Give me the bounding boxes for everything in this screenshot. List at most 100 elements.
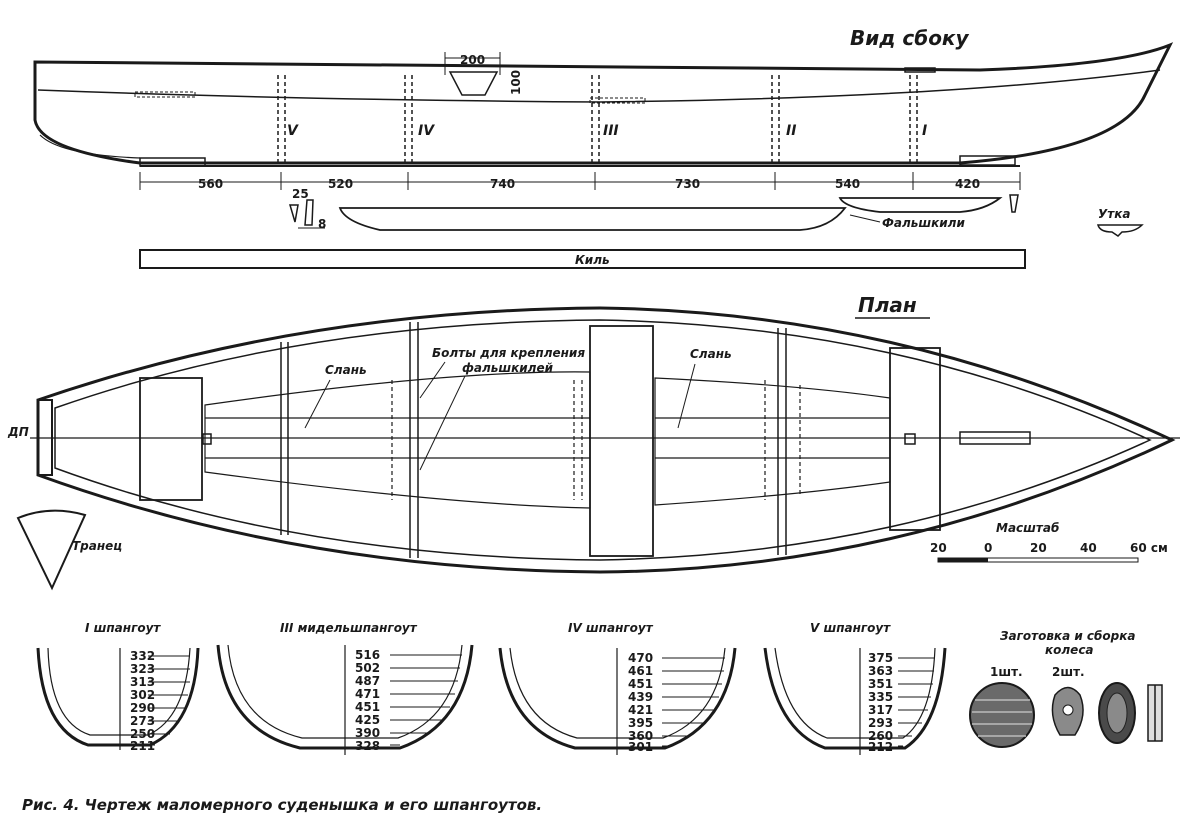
side-rail-fitting: [134, 91, 196, 98]
frame-iv-v4: 421: [628, 703, 653, 717]
frame-sections: I шпангоут 332 323 313 302 290 273 250 2…: [36, 621, 947, 755]
plan-hull-outer: [36, 306, 1176, 574]
frame-i-v0: 332: [130, 649, 155, 663]
frame-iii-v2: 487: [355, 674, 380, 688]
side-sheer-line: [37, 69, 1161, 103]
frame-iv-v3: 439: [628, 690, 653, 704]
spacing-540: 540: [835, 177, 860, 191]
frame-iii-v6: 390: [355, 726, 380, 740]
frame-label-v: V: [287, 123, 299, 139]
frame-section-iv: IV шпангоут 470 461 451 439 421 395 360 …: [498, 621, 737, 755]
transom-shape: [16, 509, 87, 591]
frame-iii-v3: 471: [355, 687, 380, 701]
frame-i-v4: 290: [130, 701, 155, 715]
scale-tick-1: 0: [984, 541, 992, 555]
frame-section-i: I шпангоут 332 323 313 302 290 273 250 2…: [36, 621, 200, 753]
frame-iv-v1: 461: [628, 664, 653, 678]
scale-label: Масштаб: [996, 521, 1059, 535]
block-width-label: 200: [460, 53, 485, 67]
side-skeg-left: [139, 157, 206, 167]
frame-i-v5: 273: [130, 714, 155, 728]
keel-bar: [139, 249, 1026, 269]
frame-label-i: I: [922, 123, 927, 139]
frame-v-v1: 363: [868, 664, 893, 678]
false-keel-long: [338, 207, 847, 231]
side-skeg-right: [959, 155, 1016, 166]
false-keel-short: [838, 197, 1003, 213]
side-frame-lines: [277, 75, 918, 165]
plan-bow-seat: [889, 347, 941, 531]
plan-stern-seat: [139, 377, 203, 501]
detail-wedge-2: [304, 199, 314, 226]
spacing-560: 560: [198, 177, 223, 191]
frame-v-v7: 212: [868, 740, 893, 754]
frame-section-v: V шпангоут 375 363 351 335 317 293 260 2…: [763, 621, 947, 755]
spacing-420: 420: [955, 177, 980, 191]
scale-tick-4: 60 см: [1130, 541, 1168, 555]
false-keels-label: Фальшкили: [882, 216, 965, 230]
side-view-title: Вид сбоку: [850, 26, 970, 50]
frame-iv-v5: 395: [628, 716, 653, 730]
frame-iv-v7: 301: [628, 740, 653, 754]
frame-section-iii: III мидельшпангоут 516 502 487 471 451 4…: [216, 621, 474, 755]
side-cleat-mark: [904, 67, 936, 73]
cleat-label: Утка: [1098, 207, 1130, 221]
floorboards-left-label: Слань: [325, 363, 367, 377]
plan-view: План ДП Слань: [7, 293, 1180, 591]
frame-v-v2: 351: [868, 677, 893, 691]
frame-iii-v0: 516: [355, 648, 380, 662]
wheel-count-2: 2шт.: [1052, 665, 1085, 679]
plan-hull-inner: [54, 319, 1152, 561]
floorboards-right-label: Слань: [690, 347, 732, 361]
scale-tick-0: 20: [930, 541, 947, 555]
wheel-title-2: колеса: [1045, 643, 1094, 657]
side-hull-outline: [33, 42, 1174, 165]
bolts-label: Болты для крепления: [432, 346, 585, 360]
frame-v-v5: 293: [868, 716, 893, 730]
centerline-label: ДП: [7, 425, 29, 439]
cleat-shape: [1097, 224, 1144, 237]
frame-iii-v5: 425: [355, 713, 380, 727]
plan-title: План: [858, 293, 917, 317]
wheel-title-1: Заготовка и сборка: [1000, 629, 1136, 643]
frame-label-iv: IV: [418, 123, 435, 139]
frame-label-ii: II: [786, 123, 796, 139]
wheel-disk: [969, 682, 1035, 748]
detail-wedge-1: [288, 204, 299, 223]
frame-iii-v1: 502: [355, 661, 380, 675]
plan-mid-thwart: [589, 325, 654, 557]
frame-iv-v0: 470: [628, 651, 653, 665]
spacing-740: 740: [490, 177, 515, 191]
frame-iv-title: IV шпангоут: [568, 621, 654, 635]
frame-v-v6: 260: [868, 729, 893, 743]
frame-label-iii: III: [603, 123, 619, 139]
plan-bow-fitting: [959, 431, 1031, 445]
frame-iv-v2: 451: [628, 677, 653, 691]
detail-dim-25: 25: [292, 187, 309, 201]
side-mast-block: [448, 71, 499, 96]
detail-dim-8: 8: [318, 217, 326, 231]
scale-tick-3: 40: [1080, 541, 1097, 555]
figure-caption: Рис. 4. Чертеж маломерного суденышка и е…: [22, 796, 542, 814]
frame-v-v4: 317: [868, 703, 893, 717]
transom-label: Транец: [72, 539, 122, 553]
frame-v-v3: 335: [868, 690, 893, 704]
frame-i-v2: 313: [130, 675, 155, 689]
spacing-730: 730: [675, 177, 700, 191]
frame-i-v6: 250: [130, 727, 155, 741]
spacing-520: 520: [328, 177, 353, 191]
frame-v-v0: 375: [868, 651, 893, 665]
block-height-label: 100: [509, 70, 523, 95]
frame-i-v3: 302: [130, 688, 155, 702]
bolts-label-2: фальшкилей: [462, 361, 554, 375]
wheel-detail: Заготовка и сборка колеса 1шт. 2шт.: [969, 629, 1163, 748]
frame-i-title: I шпангоут: [85, 621, 161, 635]
frame-iii-v4: 451: [355, 700, 380, 714]
side-thwart-fitting: [589, 97, 646, 104]
plan-mast-step: [904, 433, 916, 445]
frame-i-v7: 211: [130, 739, 155, 753]
frame-i-v1: 323: [130, 662, 155, 676]
frame-iv-v6: 360: [628, 729, 653, 743]
frame-iii-title: III мидельшпангоут: [280, 621, 418, 635]
